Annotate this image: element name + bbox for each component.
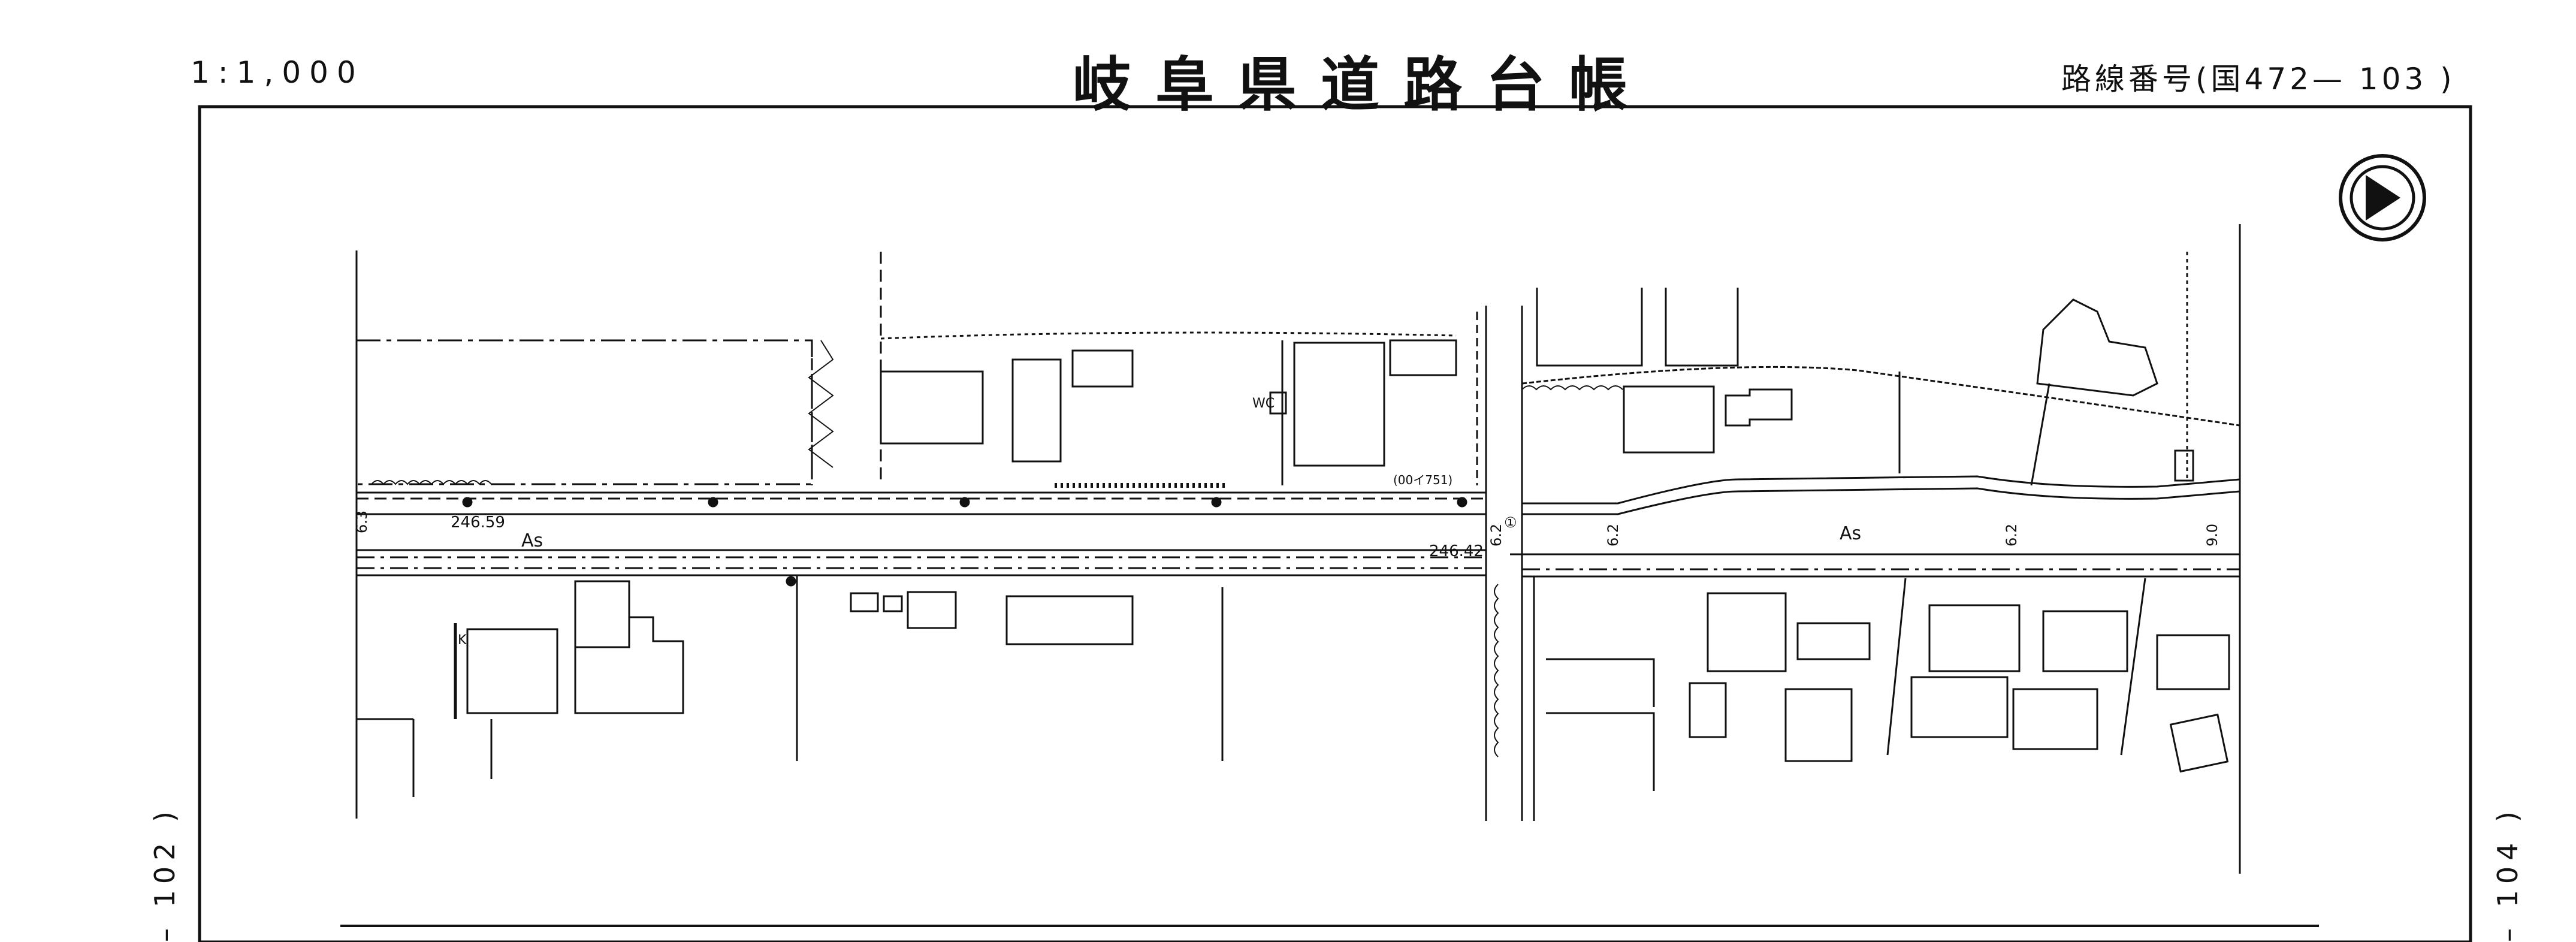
south-parcels (357, 575, 2230, 797)
width-label-4: 6.2 (2003, 524, 2020, 547)
road (357, 306, 2240, 821)
route-number: 路線番号(国472— 103 ) (2061, 62, 2456, 96)
station-label: (00イ751) (1393, 473, 1452, 487)
north-parcels-right (1521, 252, 2240, 486)
surface-label-right: As (1840, 523, 1861, 544)
map-frame (198, 105, 2472, 942)
width-label-2: 6.2 (1488, 524, 1505, 547)
hedge-symbols (371, 385, 1623, 757)
manhole-symbols (462, 497, 1467, 587)
width-label-3: 6.2 (1605, 524, 1621, 547)
width-label-5: 9.0 (2204, 524, 2221, 547)
elevation-label-right: 246.42 (1429, 542, 1484, 560)
point-label: ① (1504, 514, 1517, 531)
north-arrow-icon (2339, 154, 2426, 241)
k-label: K (458, 633, 467, 648)
wc-label: WC (1252, 396, 1275, 411)
width-label-1: 6.3 (354, 511, 370, 533)
scale-label: 1:1,000 (191, 55, 364, 90)
surface-label-left: As (521, 530, 543, 551)
elevation-label-left: 246.59 (451, 514, 505, 532)
north-parcels (355, 252, 1478, 488)
